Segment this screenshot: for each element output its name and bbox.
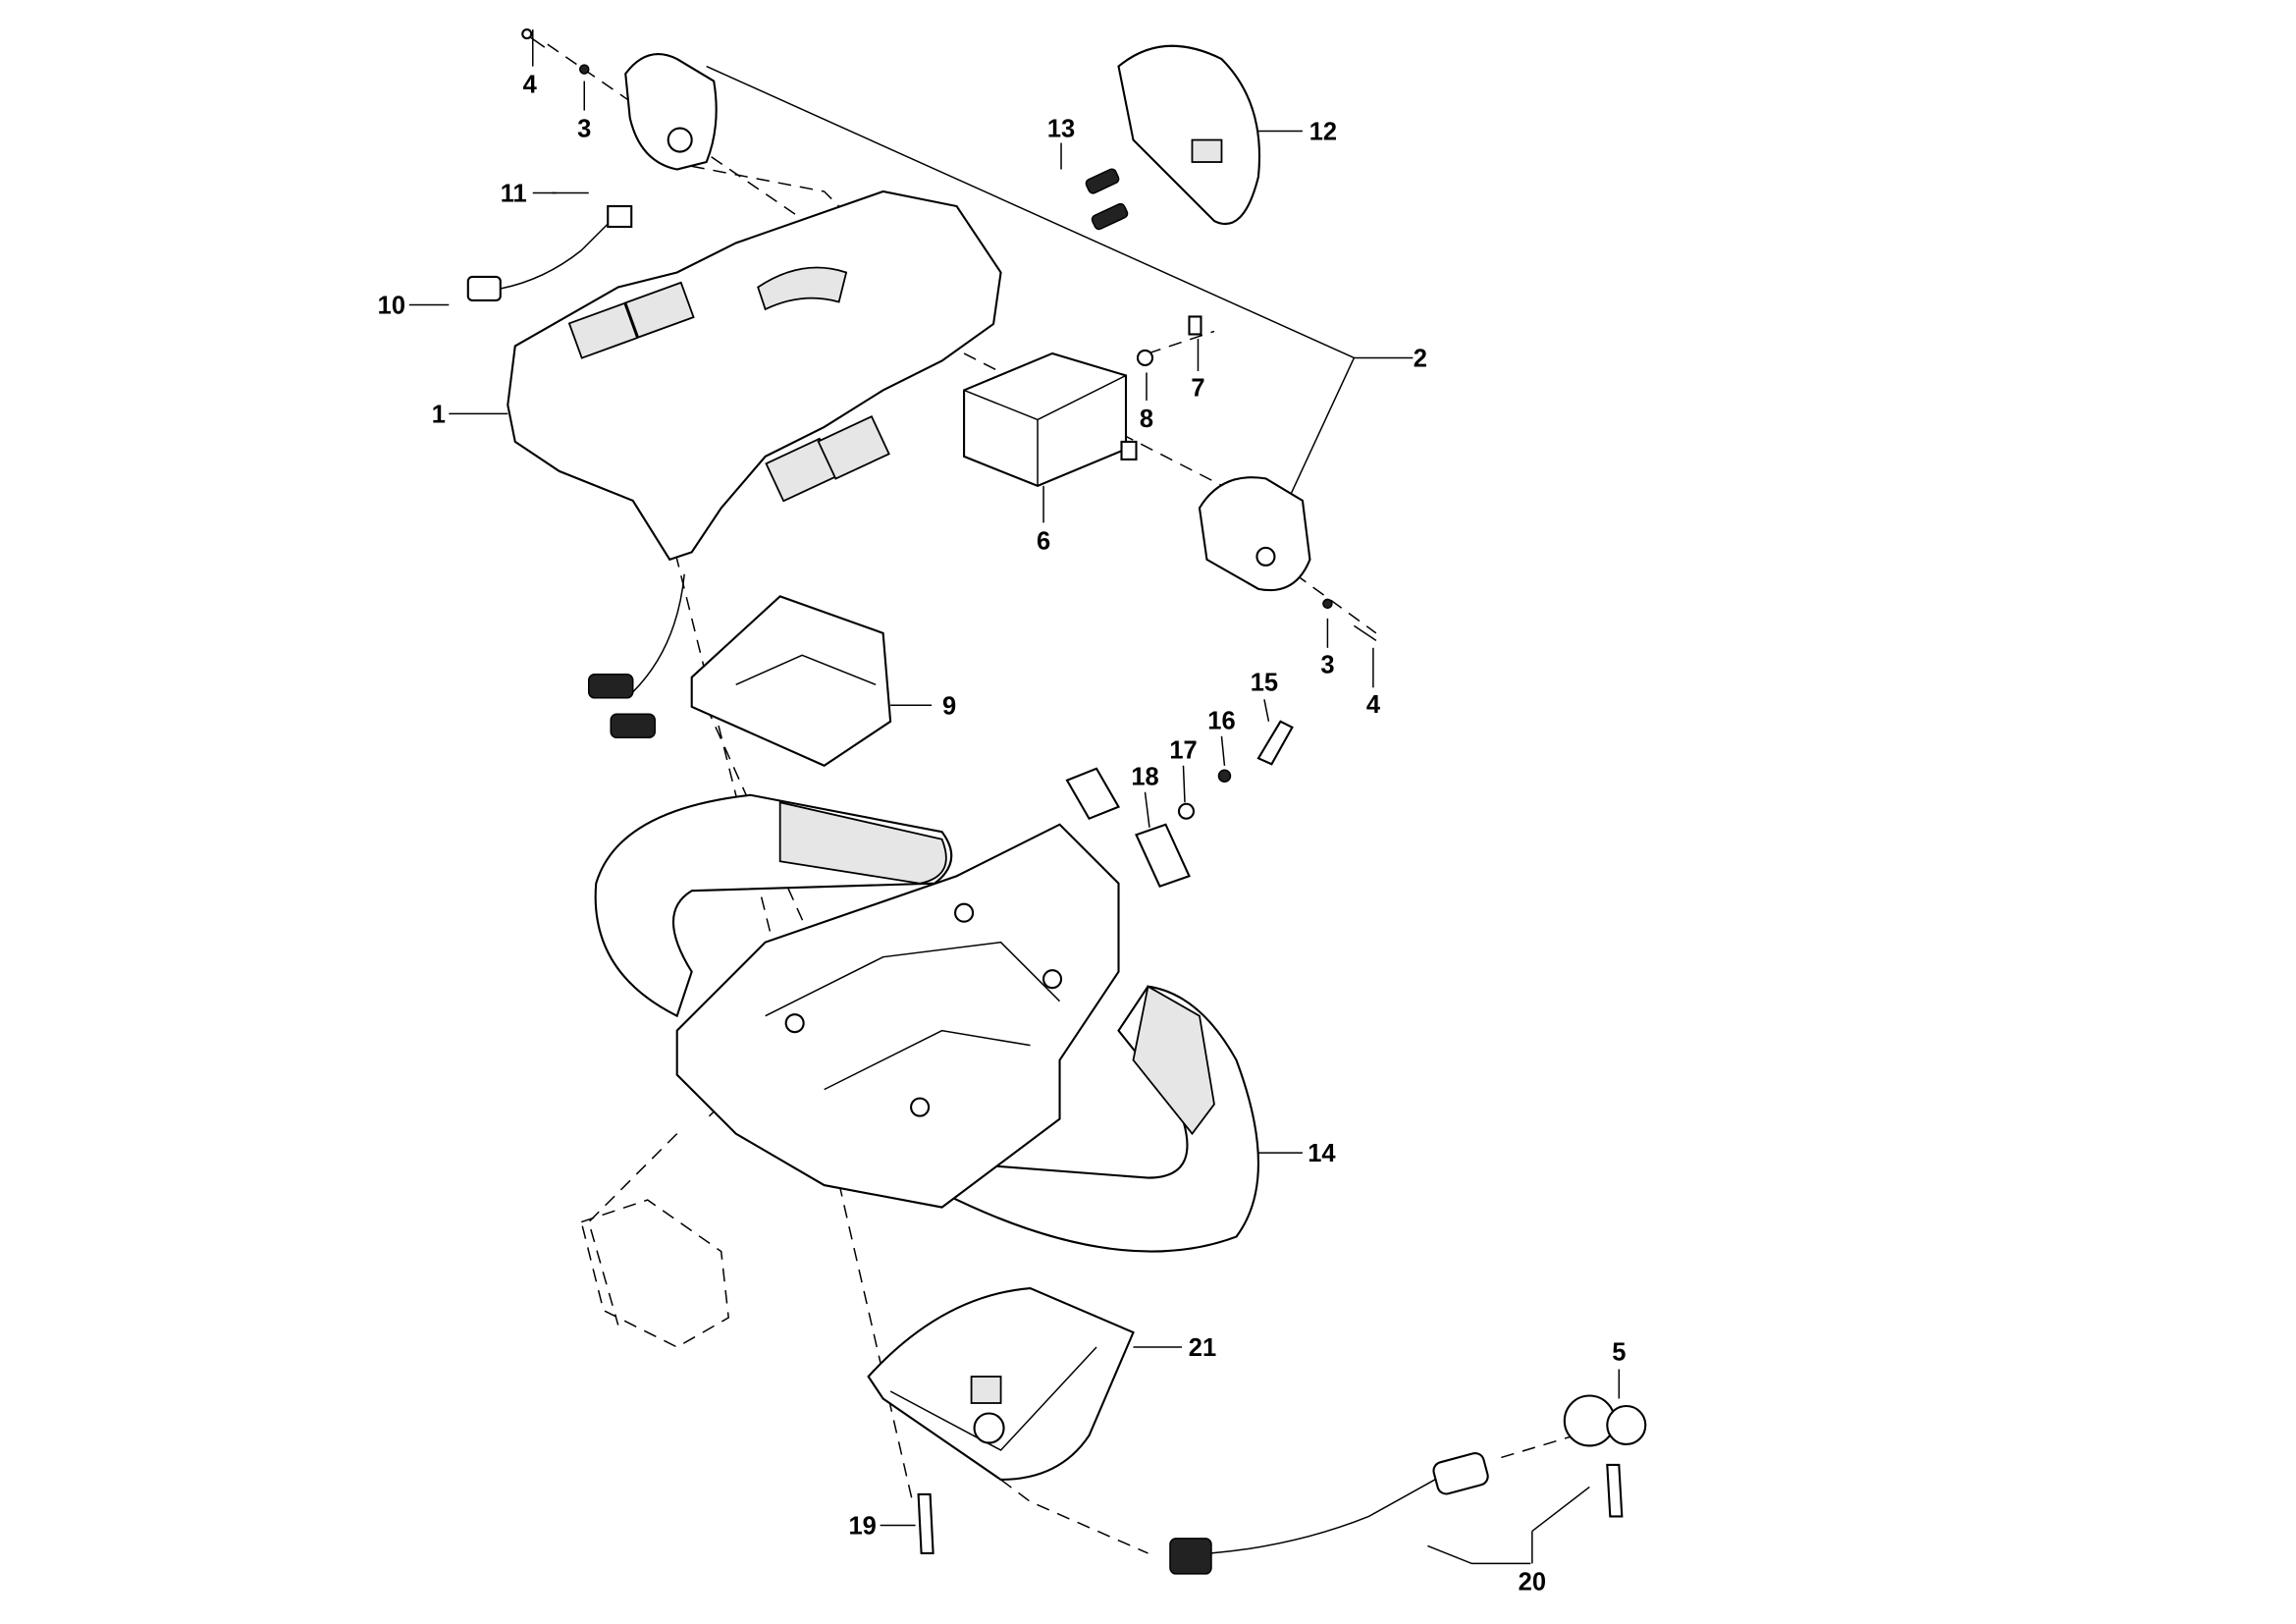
callout-19: 19 <box>848 1512 876 1540</box>
part-3-washer-lower <box>1322 598 1333 610</box>
callout-2: 2 <box>1414 345 1427 372</box>
callout-3-top: 3 <box>577 116 591 143</box>
callout-20: 20 <box>1519 1568 1546 1596</box>
callout-11: 11 <box>501 181 527 208</box>
part-5-keys <box>1563 1394 1647 1518</box>
part-18-plate-b <box>1135 823 1191 889</box>
callout-14: 14 <box>1308 1140 1336 1167</box>
part-2-end-cap-upper <box>624 53 718 171</box>
part-9-tray <box>690 595 892 767</box>
part-1-top-cover <box>507 189 1002 562</box>
callout-3-lower: 3 <box>1320 651 1334 678</box>
part-17-washer <box>1177 802 1196 820</box>
part-15-bolt <box>1256 720 1294 766</box>
callout-5: 5 <box>1612 1339 1626 1367</box>
callout-18: 18 <box>1131 763 1158 790</box>
leader-2-upper <box>706 65 1355 359</box>
callout-6: 6 <box>1037 527 1050 555</box>
mounting-outline <box>580 1199 729 1348</box>
callout-13: 13 <box>1047 116 1075 143</box>
part-14-handle-frame <box>594 793 1260 1253</box>
harness-connectors <box>587 573 685 739</box>
part-16-nut <box>1217 769 1232 784</box>
callout-17: 17 <box>1169 736 1197 764</box>
callout-1: 1 <box>432 401 446 428</box>
part-6-bracket <box>963 352 1138 488</box>
leader-2-lower <box>1287 356 1414 502</box>
part-19-screw <box>917 1492 934 1554</box>
part-18-plate-a <box>1065 767 1121 821</box>
callout-10: 10 <box>378 292 405 319</box>
part-20-key-switch-harness <box>1169 1452 1489 1575</box>
part-13-springs <box>1085 168 1129 231</box>
part-8-washer <box>1136 349 1154 366</box>
part-10-wire-connector <box>466 191 633 302</box>
part-7-screw <box>1188 315 1202 336</box>
callout-9: 9 <box>942 692 956 720</box>
callout-8: 8 <box>1140 406 1153 433</box>
callout-15: 15 <box>1251 669 1278 696</box>
callout-16: 16 <box>1207 707 1235 734</box>
part-2-end-cap-lower <box>1198 476 1311 592</box>
callout-4-top: 4 <box>523 72 538 99</box>
callout-7: 7 <box>1191 374 1204 402</box>
callout-21: 21 <box>1189 1334 1216 1362</box>
part-12-handle-cap <box>1117 44 1261 226</box>
part-21-lower-cover <box>867 1286 1135 1482</box>
callout-12: 12 <box>1309 119 1337 146</box>
callout-4-lower: 4 <box>1366 691 1381 719</box>
leader-20-bracket <box>1427 1544 1531 1565</box>
callout-leaders <box>408 29 1621 1564</box>
part-4-screw-top <box>521 28 590 75</box>
part-4-screw-lower <box>1353 624 1377 641</box>
